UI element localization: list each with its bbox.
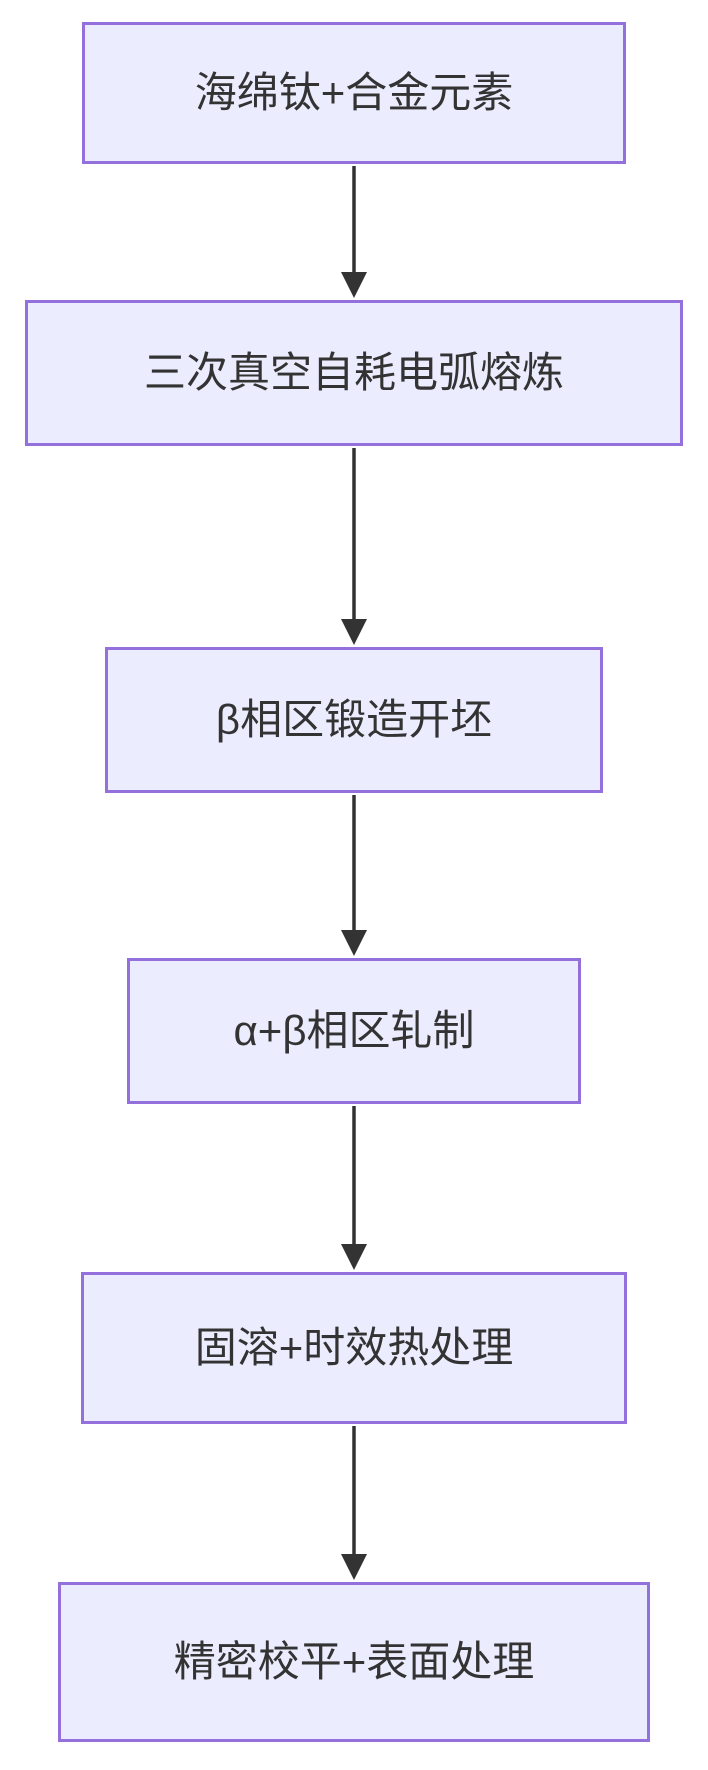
flow-node-raw-materials: 海绵钛+合金元素 <box>82 22 626 164</box>
flow-node-alpha-beta-rolling: α+β相区轧制 <box>127 958 581 1104</box>
flow-node-label: 海绵钛+合金元素 <box>194 68 514 116</box>
flow-node-finishing: 精密校平+表面处理 <box>58 1582 650 1742</box>
flow-node-label: α+β相区轧制 <box>233 1006 475 1054</box>
flow-node-label: 三次真空自耗电弧熔炼 <box>143 348 564 396</box>
flow-node-beta-forging: β相区锻造开坯 <box>105 647 603 793</box>
flow-node-label: 精密校平+表面处理 <box>173 1637 535 1685</box>
flow-arrow <box>341 795 367 956</box>
flow-arrow <box>341 166 367 298</box>
flow-arrow <box>341 1106 367 1270</box>
flow-node-label: 固溶+时效热处理 <box>194 1323 514 1371</box>
flow-node-vacuum-arc-melting: 三次真空自耗电弧熔炼 <box>25 300 683 446</box>
flow-node-heat-treatment: 固溶+时效热处理 <box>81 1272 627 1424</box>
flow-arrow <box>341 448 367 645</box>
flow-node-label: β相区锻造开坯 <box>215 695 493 743</box>
flow-arrow <box>341 1426 367 1580</box>
